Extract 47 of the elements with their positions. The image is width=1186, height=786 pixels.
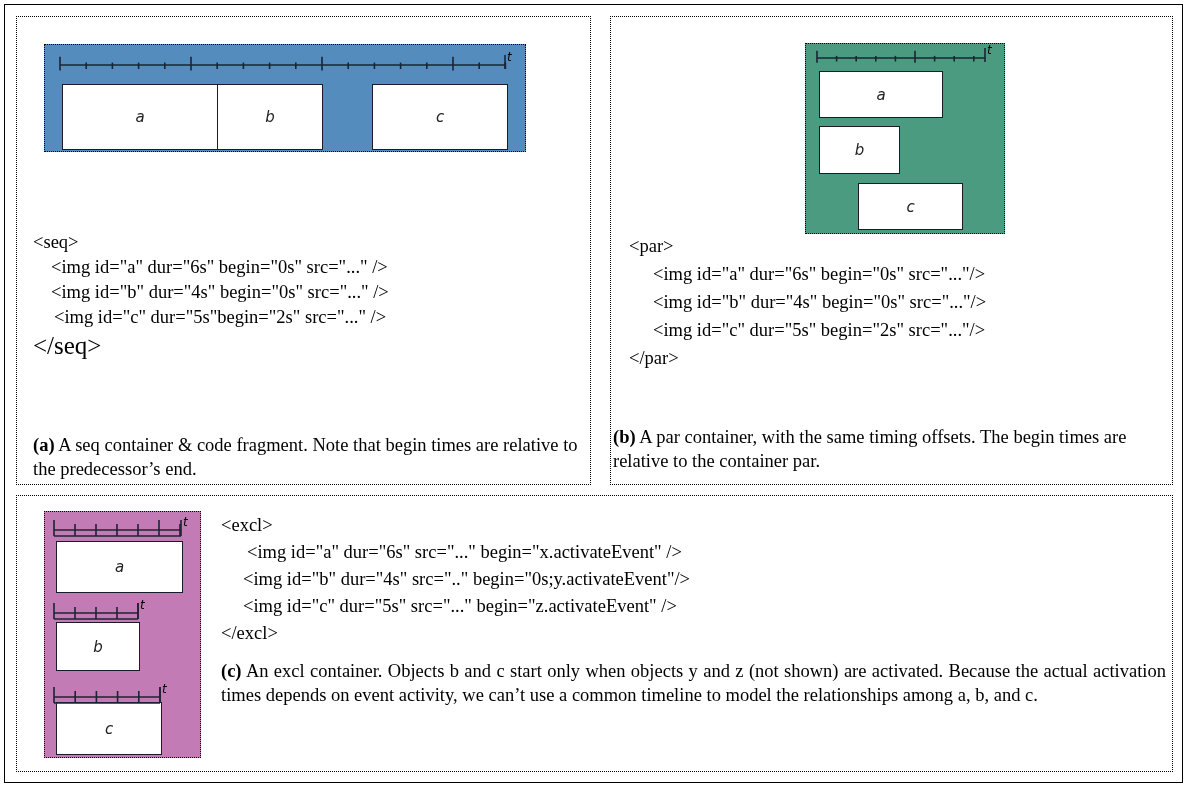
timeline-panel — [44, 44, 526, 152]
media-object-box — [858, 183, 963, 230]
media-object-box — [62, 84, 218, 150]
axis-label: t — [162, 683, 167, 695]
code-line: <img id="c" dur="5s"begin="2s" src="..." /> — [54, 308, 387, 327]
code-line: <img id="b" dur="4s" begin="0s" src="..."/> — [653, 293, 987, 312]
object-label: c — [104, 719, 114, 738]
code-line: <img id="c" dur="5s" begin="2s" src="..."/> — [653, 321, 986, 340]
code-line: <img id="a" dur="6s" begin="0s" src="..." /> — [51, 258, 388, 277]
media-object-box — [372, 84, 508, 150]
object-label: a — [114, 558, 125, 576]
object-label: a — [876, 85, 886, 104]
code-line: <img id="a" dur="6s" src="..." begin="x.activateEvent" /> — [247, 543, 682, 562]
media-object-box — [56, 622, 140, 671]
object-label: a — [135, 108, 145, 126]
figure-panel — [16, 495, 1173, 772]
axis-label: t — [507, 51, 512, 63]
code-line: <img id="b" dur="4s" begin="0s" src="..." /> — [51, 283, 389, 302]
media-object-box — [217, 84, 323, 150]
caption-text: (b) A par container, with the same timing offsets. The begin times are relative to the container par. — [613, 426, 1128, 474]
axis-label: t — [140, 599, 145, 611]
figure-panel — [16, 16, 591, 485]
timeline-panel — [44, 511, 201, 758]
media-object-box — [56, 541, 183, 593]
code-line: <par> — [629, 237, 674, 256]
media-object-box — [819, 71, 943, 118]
axis-label: t — [987, 44, 992, 56]
caption-text: (a) A seq container & code fragment. Note that begin times are relative to the predecessor’s end. — [33, 434, 578, 482]
code-line: <seq> — [33, 233, 79, 252]
media-object-box — [819, 126, 900, 174]
object-label: b — [854, 141, 865, 159]
object-label: b — [93, 637, 103, 656]
timeline-panel — [805, 43, 1005, 234]
object-label: c — [906, 197, 915, 216]
code-line: </seq> — [33, 333, 102, 358]
code-line: <img id="b" dur="4s" src=".." begin="0s;y.activateEvent"/> — [243, 570, 691, 589]
axis-label: t — [183, 516, 188, 528]
code-line: </excl> — [221, 624, 278, 643]
figure-panel — [610, 16, 1173, 485]
code-line: <excl> — [221, 516, 273, 535]
object-label: c — [435, 108, 445, 126]
code-line: </par> — [629, 349, 679, 368]
object-label: b — [265, 108, 275, 126]
caption-text: (c) An excl container. Objects b and c start only when objects y and z (not shown) are activated. Because the actual activation times depends on event activity, we can’t use a common timeline to model the relationships among a, b, and c. — [221, 660, 1166, 708]
code-line: <img id="a" dur="6s" begin="0s" src="..."/> — [653, 265, 986, 284]
media-object-box — [56, 702, 162, 755]
code-line: <img id="c" dur="5s" src="..." begin="z.activateEvent" /> — [243, 597, 677, 616]
